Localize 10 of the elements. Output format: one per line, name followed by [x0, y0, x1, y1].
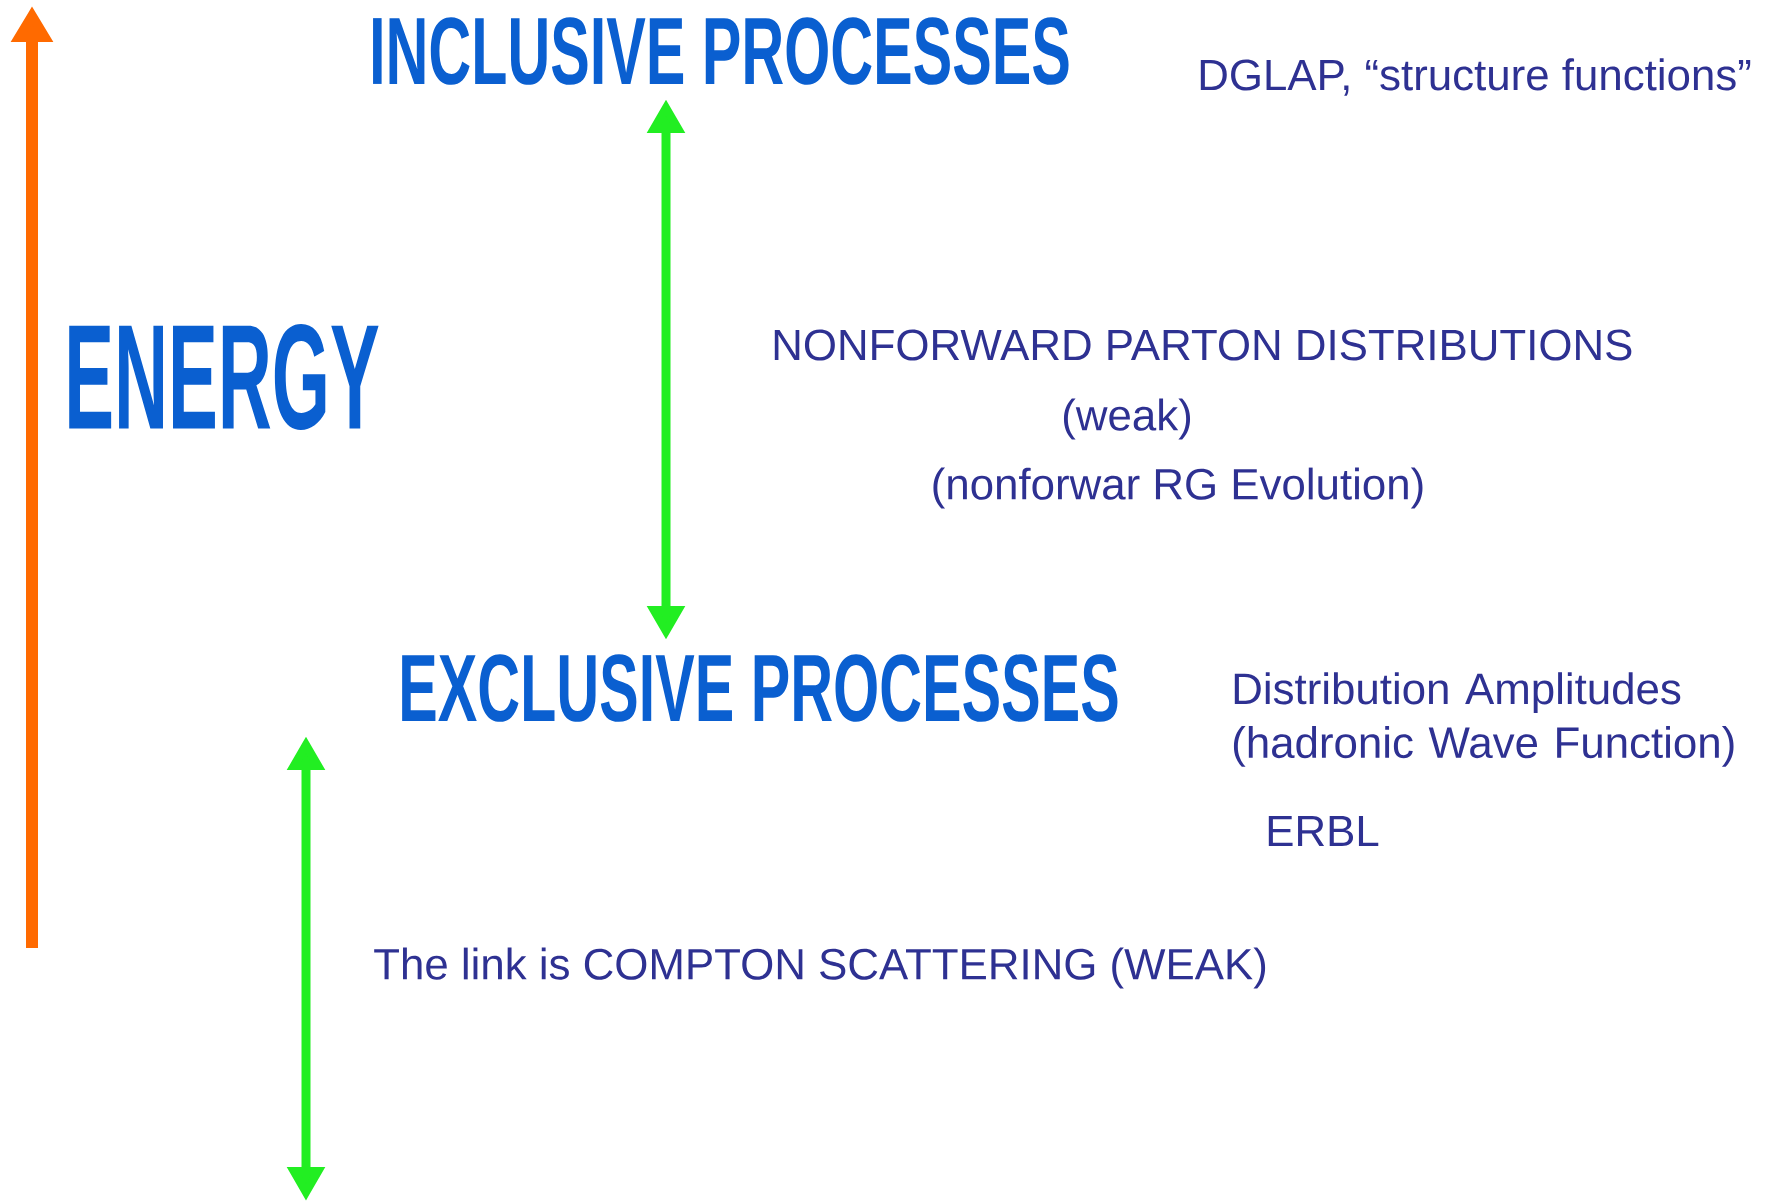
annotation-text: (nonforwar RG Evolution) — [933, 467, 1423, 509]
annotation-text: The link is COMPTON SCATTERING (WEAK) — [374, 947, 1266, 989]
annotation-text: ERBL — [1268, 815, 1379, 847]
heading-text: INCLUSIVE PROCESSES — [373, 17, 1069, 85]
heading-text: EXCLUSIVE PROCESSES — [402, 654, 1118, 722]
annotation-text: NONFORWARD PARTON DISTRIBUTIONS — [774, 329, 1632, 361]
energy-heading: ENERGY — [69, 324, 379, 430]
annotation-text: (weak) — [1063, 398, 1191, 440]
annotation-text: Distribution Amplitudes (hadronic Wave Function) — [1233, 672, 1734, 767]
annotation-text: DGLAP, “structure functions” — [1200, 58, 1751, 96]
